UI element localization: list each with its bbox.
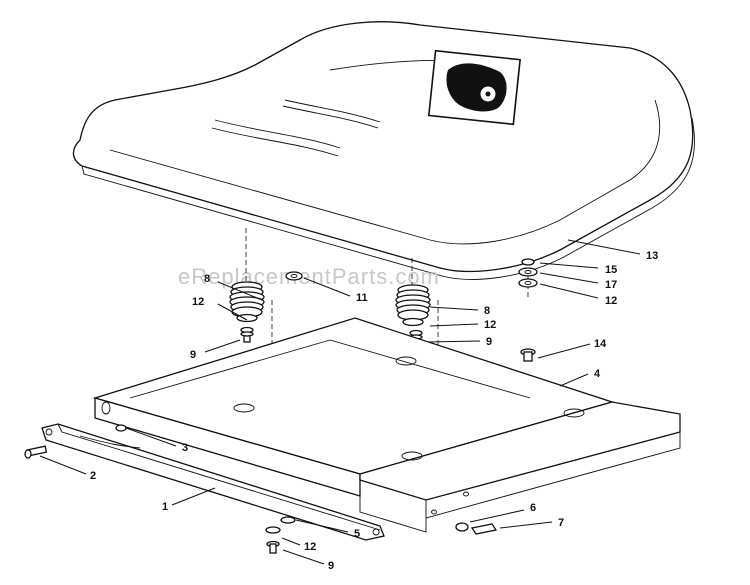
bolt-14 — [520, 348, 536, 362]
callout-9-bottom: 9 — [328, 560, 334, 572]
pin-2 — [24, 445, 48, 459]
brand-logo-icon — [427, 49, 521, 126]
watermark-text: eReplacementParts.com — [178, 264, 440, 289]
callout-12-top-right: 12 — [605, 295, 617, 307]
callout-13: 13 — [646, 250, 658, 262]
callout-5: 5 — [354, 528, 360, 540]
callout-15: 15 — [605, 264, 617, 276]
seat-spring-right — [395, 284, 431, 346]
callout-12-right: 12 — [484, 319, 496, 331]
seat-spring-left — [229, 281, 265, 343]
callout-12-bottom: 12 — [304, 541, 316, 553]
bottom-hardware — [265, 516, 498, 554]
nut-left — [285, 271, 303, 281]
callout-2: 2 — [90, 470, 96, 482]
callout-3: 3 — [182, 442, 188, 454]
callout-8-right: 8 — [484, 305, 490, 317]
seat-cushion — [72, 21, 695, 280]
callout-14: 14 — [594, 338, 607, 350]
callout-7: 7 — [558, 517, 564, 529]
leader-lines — [39, 239, 641, 565]
callout-12-left: 12 — [192, 296, 204, 308]
seat-pan — [92, 317, 681, 533]
washer-stack-right — [518, 258, 538, 288]
callout-9-left: 9 — [190, 349, 196, 361]
callout-labels: 13 15 17 12 11 8 12 9 8 12 9 14 4 3 2 1 … — [90, 250, 658, 572]
callout-6: 6 — [530, 502, 536, 514]
callout-9-right: 9 — [486, 336, 492, 348]
callout-17: 17 — [605, 279, 617, 291]
callout-11: 11 — [356, 292, 368, 304]
callout-4: 4 — [594, 368, 601, 380]
callout-8-left: 8 — [204, 273, 210, 285]
callout-1: 1 — [162, 501, 168, 513]
